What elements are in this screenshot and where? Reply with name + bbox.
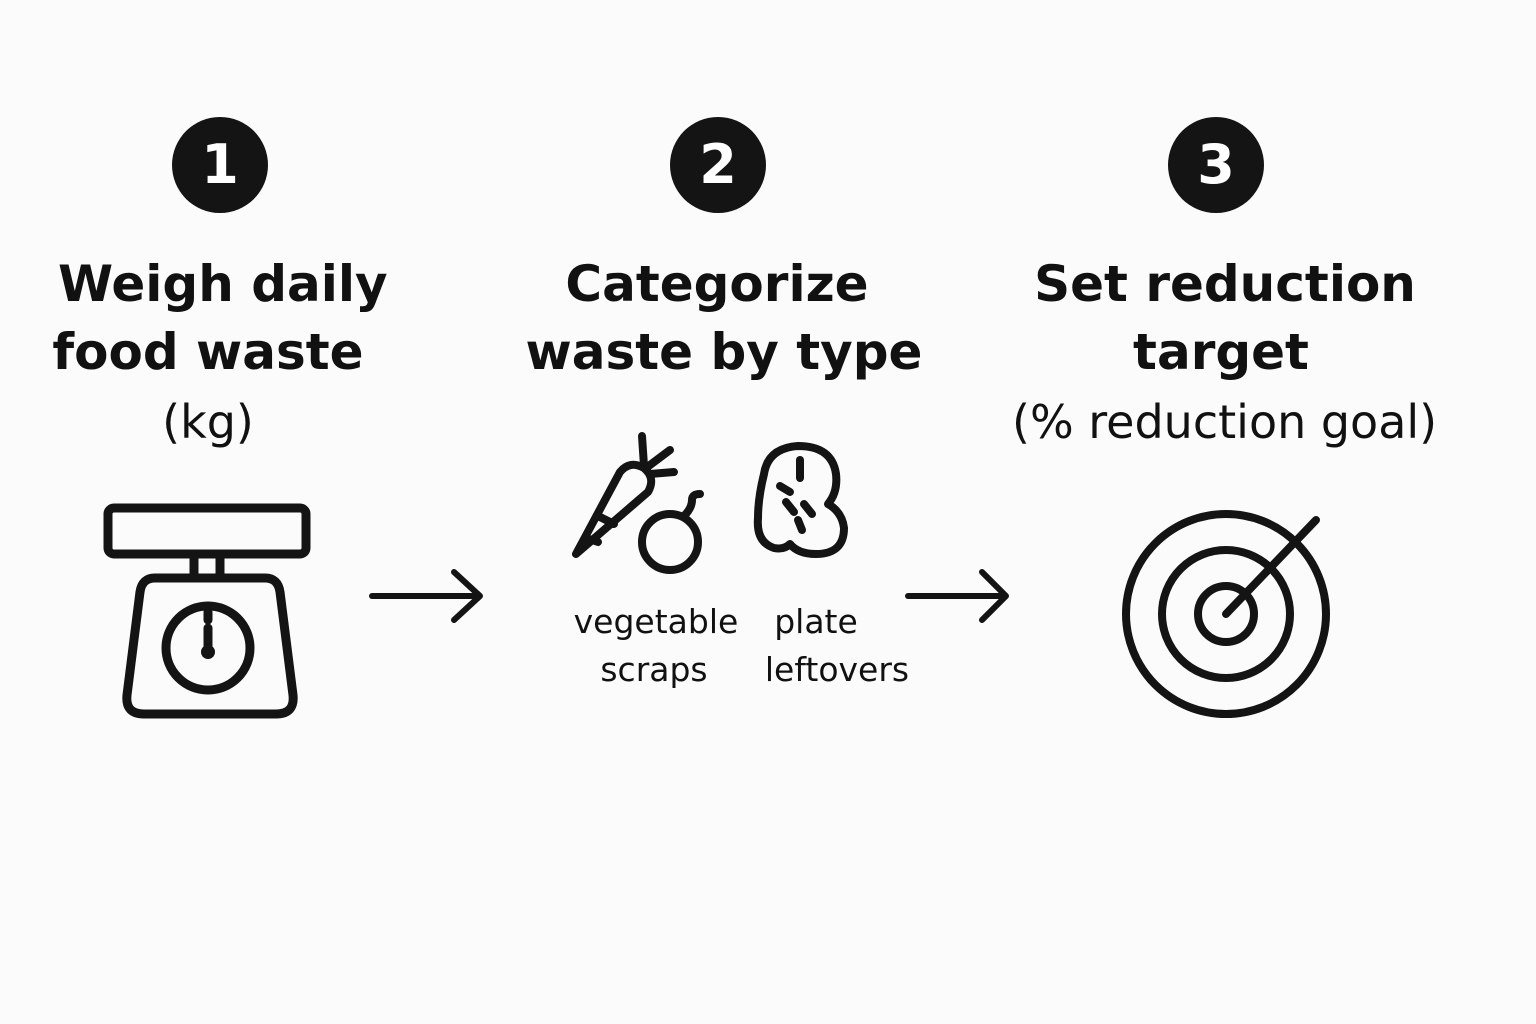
category-label-line-2: scraps [600,650,708,689]
step-1-title-line-1: Weigh daily [58,255,388,313]
target-icon [1122,510,1330,718]
step-2-title-line-2: waste by type [525,323,923,381]
arrow-right-icon [369,569,483,623]
kitchen-scale-icon [103,503,311,719]
category-label-line-1: vegetable [573,602,739,641]
carrot-onion-icon [572,432,704,574]
step-2-number-badge: 2 [670,117,766,213]
category-label-line-2: leftovers [764,650,910,689]
step-3-number-badge: 3 [1168,117,1264,213]
step-2-title: Categorize waste by type [520,250,928,386]
step-3-title: Set reduction target [1030,250,1420,386]
category-label-plate-leftovers: plate leftovers [752,598,922,694]
arrow-right-icon [905,569,1009,623]
step-3-title-line-2: target [1133,323,1309,381]
step-1-number-badge: 1 [172,117,268,213]
step-3-title-line-1: Set reduction [1034,255,1416,313]
step-1-title-line-2: food waste [52,323,364,381]
category-label-line-1: plate [774,602,858,641]
step-3-subtitle: (% reduction goal) [1012,395,1438,449]
step-1-title: Weigh daily food waste [52,250,388,386]
step-1-subtitle: (kg) [162,395,254,449]
step-2-title-line-1: Categorize [565,255,869,313]
leftover-food-icon [753,442,848,558]
category-label-vegetable-scraps: vegetable scraps [562,598,750,694]
